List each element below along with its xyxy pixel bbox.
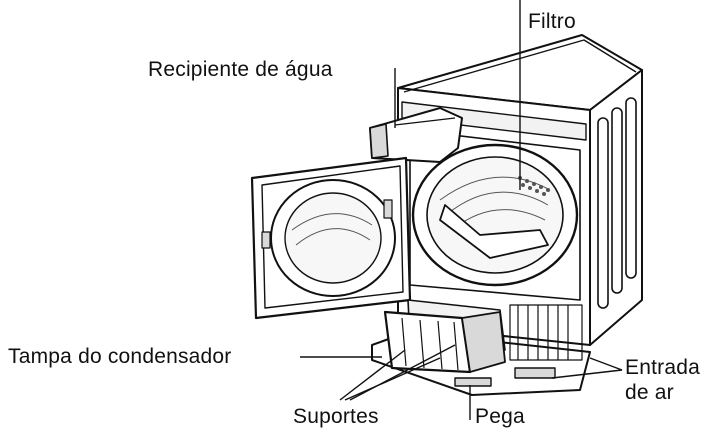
filter-tray bbox=[439, 204, 549, 259]
leader-lines bbox=[300, 0, 623, 420]
water-container-edge bbox=[394, 117, 456, 126]
label-recipiente: Recipiente de água bbox=[148, 58, 333, 81]
leader-suportes-1 bbox=[339, 349, 406, 401]
leader-entrada-2 bbox=[551, 369, 623, 379]
dryer-illustration bbox=[250, 34, 643, 396]
label-entrada-line2: de ar bbox=[625, 381, 674, 404]
leader-suportes-3 bbox=[349, 344, 456, 401]
door-glass-inner bbox=[284, 192, 382, 284]
leader-suportes-2 bbox=[344, 357, 441, 401]
label-filtro: Filtro bbox=[528, 10, 576, 33]
condenser-block bbox=[461, 311, 506, 373]
air-inlet-grille bbox=[509, 304, 583, 361]
label-pega: Pega bbox=[475, 405, 525, 428]
handle bbox=[454, 377, 492, 387]
leader-entrada-1 bbox=[589, 357, 623, 371]
foot-right bbox=[514, 367, 556, 379]
water-container-front bbox=[369, 123, 389, 159]
cabinet-side bbox=[589, 69, 643, 346]
side-ribs bbox=[597, 97, 637, 309]
filter-grille bbox=[518, 176, 550, 196]
condenser-fins bbox=[401, 317, 459, 371]
door-glass-lines bbox=[291, 213, 373, 246]
door-inner-frame bbox=[261, 165, 404, 309]
label-entrada-line1: Entrada bbox=[625, 356, 700, 379]
door-latch bbox=[261, 231, 271, 249]
label-tampa: Tampa do condensador bbox=[8, 345, 232, 368]
top-edge bbox=[403, 39, 637, 93]
label-entrada: Entrada de ar bbox=[625, 355, 715, 405]
label-suportes: Suportes bbox=[293, 405, 379, 428]
door-hinge-top bbox=[383, 199, 393, 219]
